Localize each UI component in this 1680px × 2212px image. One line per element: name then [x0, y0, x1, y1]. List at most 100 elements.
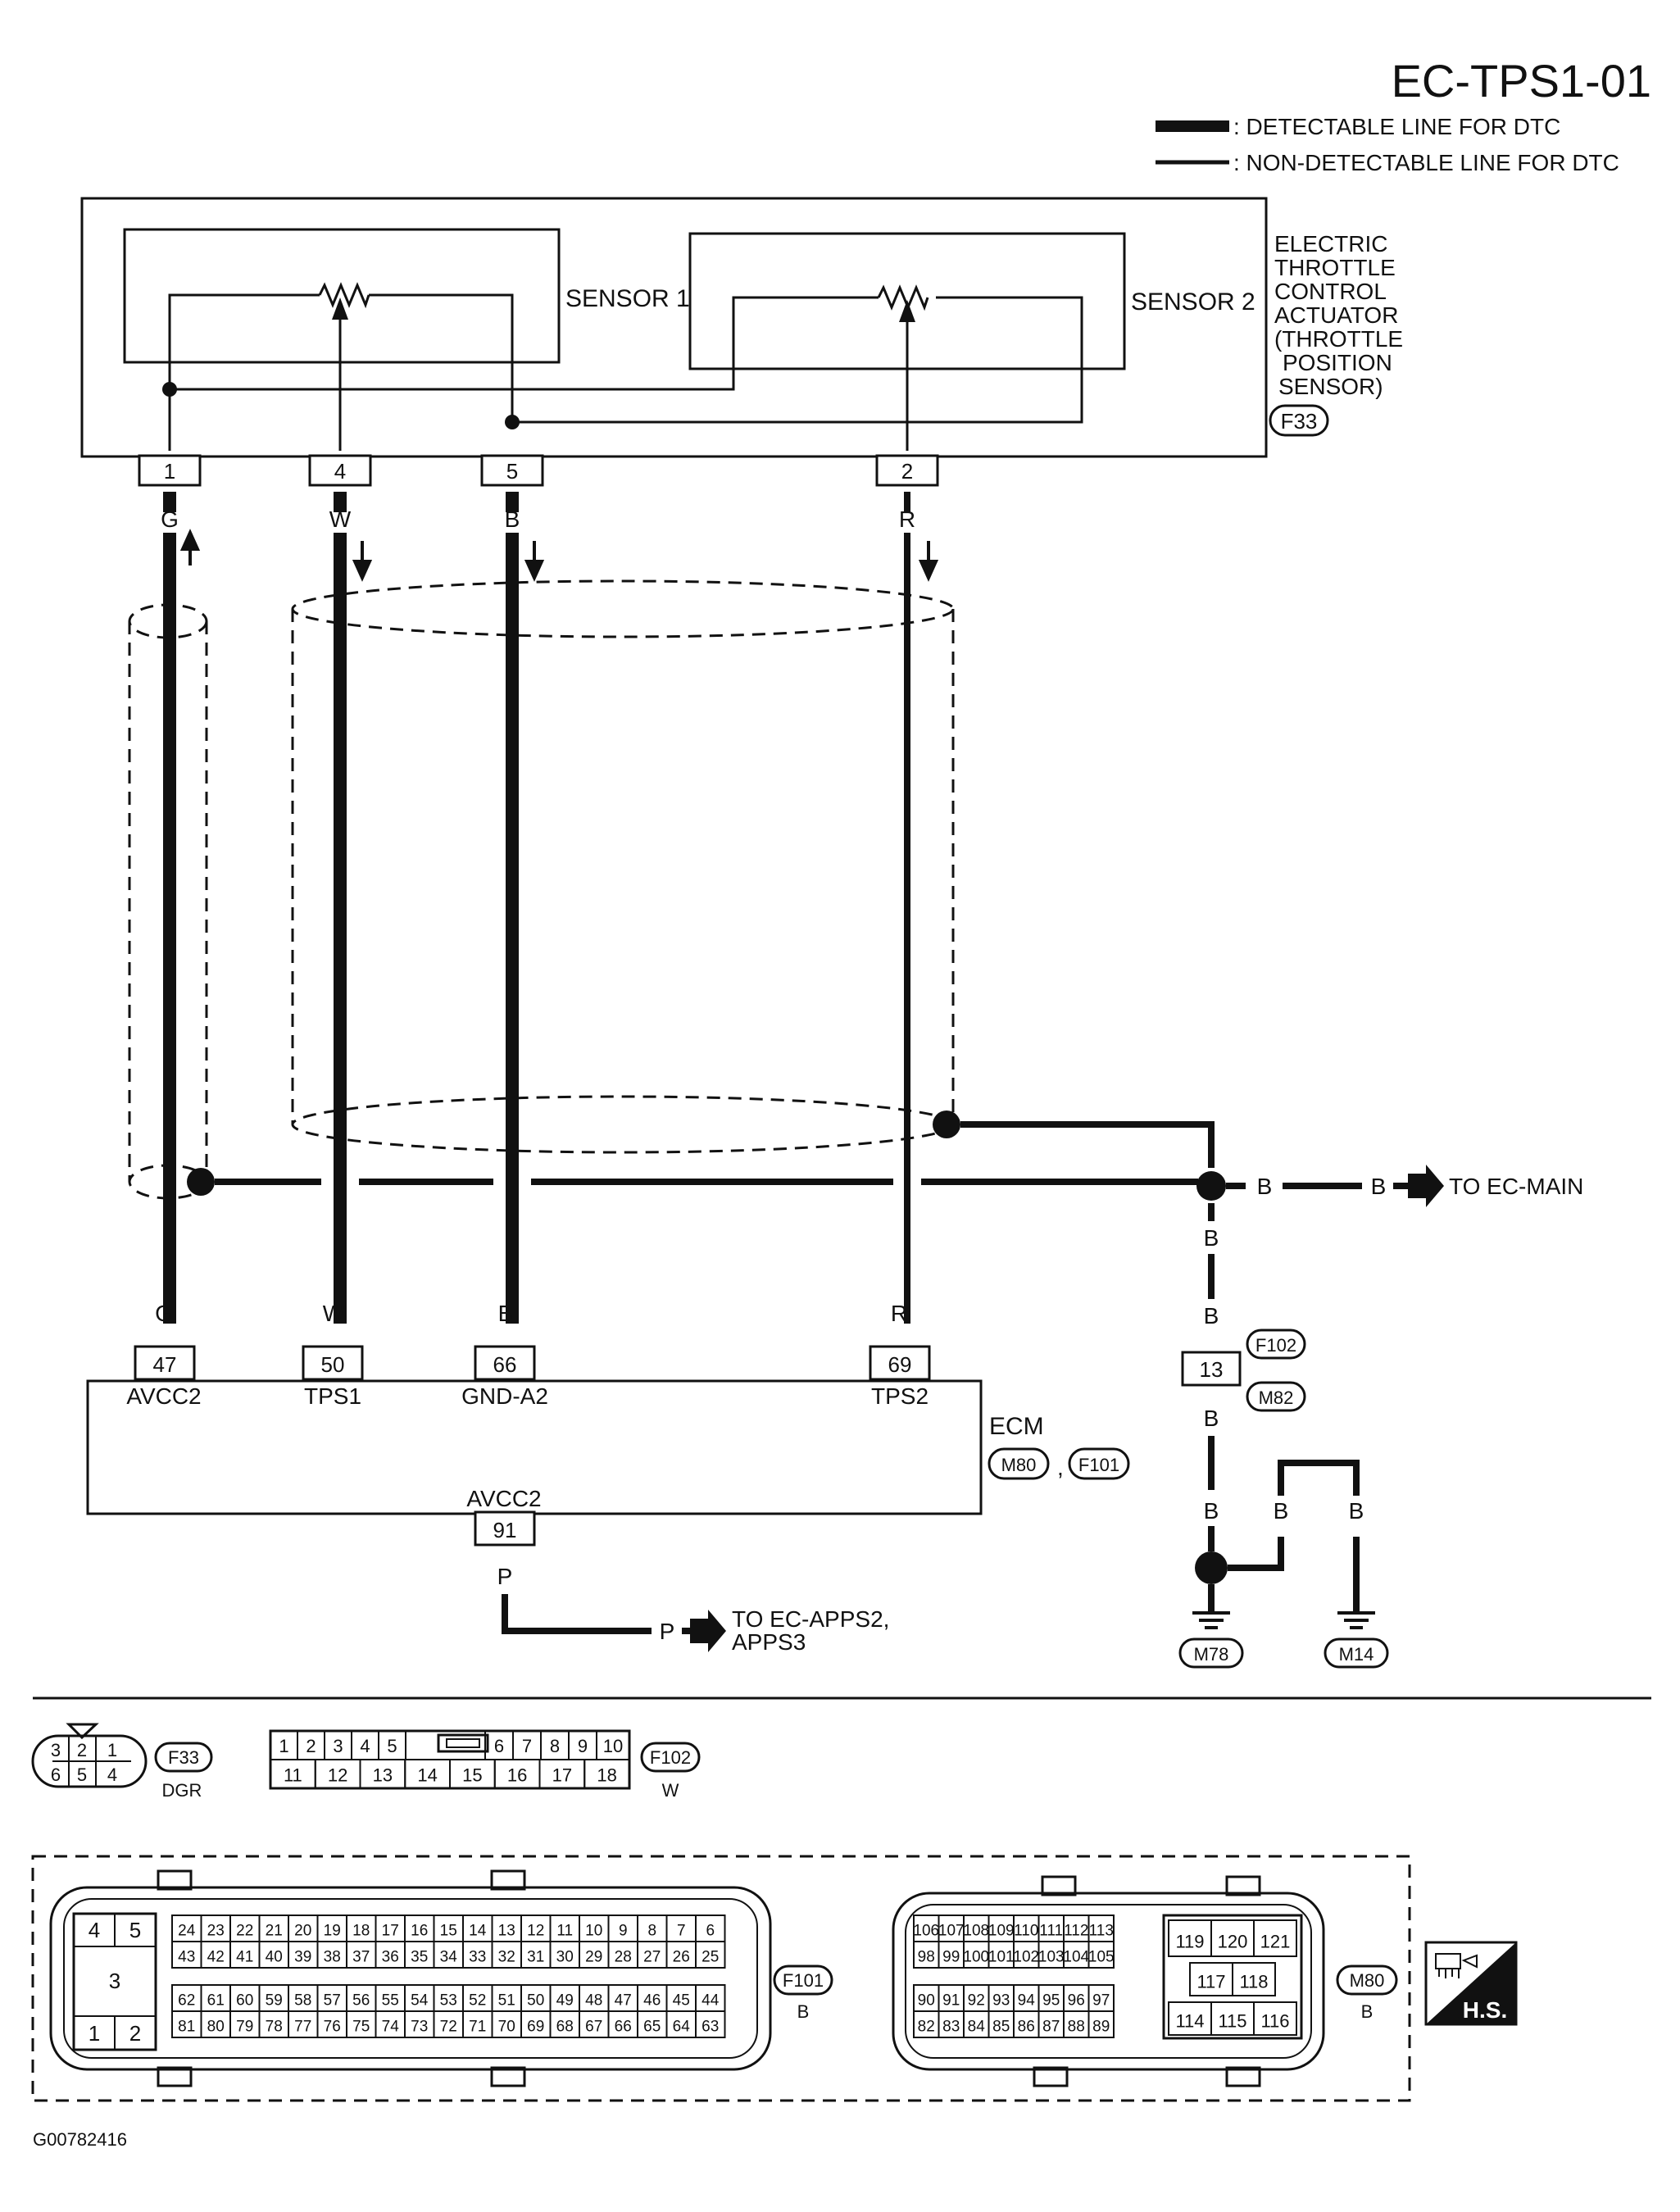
pin-box	[875, 454, 939, 487]
ecm-pin-name: AVCC2	[126, 1383, 201, 1409]
m80-cell: 114	[1175, 2010, 1204, 2031]
f101-cell: 1	[89, 2021, 100, 2046]
f102-cell: 7	[522, 1736, 532, 1756]
wire-color-label: B	[1274, 1498, 1289, 1524]
legend-detectable: : DETECTABLE LINE FOR DTC	[1233, 114, 1560, 139]
wire-color-label: B	[1204, 1225, 1219, 1251]
ground-symbol	[1192, 1611, 1230, 1629]
f101-cell: 44	[702, 1992, 720, 2009]
m80-id: M80	[1350, 1970, 1385, 1991]
actuator-label-line: SENSOR)	[1278, 374, 1383, 399]
f102-cell: 18	[597, 1765, 616, 1786]
f101-cell: 61	[207, 1992, 225, 2009]
f101-cell: 12	[527, 1922, 544, 1939]
f101-cell: 54	[411, 1992, 429, 2009]
f101-cell: 8	[647, 1922, 656, 1939]
m80-cell: 103	[1038, 1948, 1065, 1965]
f102-cell: 5	[387, 1736, 397, 1756]
shield-junction	[187, 1168, 215, 1196]
f101-cell: 58	[294, 1992, 311, 2009]
ground-junction	[1196, 1171, 1226, 1201]
m80-cell: 113	[1089, 1922, 1114, 1939]
f101-cell: 7	[677, 1922, 686, 1939]
ecm-connector-frame	[31, 1855, 1411, 2102]
pin-box	[474, 1345, 536, 1381]
shield-ground-wiring: B B TO EC-MAIN B B 13 F102 M82 B B B B M…	[187, 1111, 1583, 1669]
f102-cell: 9	[578, 1736, 588, 1756]
signal-wires	[163, 492, 910, 1324]
f101-cell: 49	[556, 1992, 574, 2009]
m80-cell: 88	[1068, 2018, 1085, 2035]
f101-cell: 79	[236, 2018, 253, 2035]
m80-cell: 83	[942, 2018, 960, 2035]
f102-cell: 16	[507, 1765, 527, 1786]
connector-badge	[1068, 1447, 1130, 1480]
m80-cell: 86	[1018, 2018, 1035, 2035]
m80-cell-box	[1087, 1941, 1115, 1969]
m80-cell: 116	[1260, 2010, 1289, 2031]
actuator-box	[80, 197, 1268, 458]
f101-cell: 47	[615, 1992, 632, 2009]
ecm-pin-47: 47	[153, 1352, 177, 1377]
m80-cell: 112	[1064, 1922, 1088, 1939]
pin-box	[302, 1345, 364, 1381]
ground-symbol	[1337, 1611, 1375, 1629]
wire-color-label: B	[1204, 1303, 1219, 1329]
ground-m78-label: M78	[1194, 1644, 1229, 1665]
m80-cell: 118	[1239, 1971, 1268, 1992]
ecm-pin-91: 91	[493, 1518, 517, 1542]
m80-cell: 89	[1092, 2018, 1110, 2035]
ecm-label: ECM	[989, 1413, 1044, 1440]
f101-cell: 14	[469, 1922, 487, 1939]
m80-cell: 119	[1175, 1931, 1204, 1951]
f101-cell: 22	[236, 1922, 253, 1939]
m80-cell: 85	[992, 2018, 1010, 2035]
f101-cell: 67	[585, 2018, 602, 2035]
down-arrow	[524, 560, 545, 582]
actuator-label-line: ELECTRIC	[1274, 231, 1387, 257]
f101-cell: 34	[440, 1948, 458, 1965]
f101-id: F101	[783, 1970, 824, 1991]
f101-cell: 33	[469, 1948, 486, 1965]
m80-cell: 106	[913, 1922, 939, 1939]
ecm-pins: 47 50 66 69	[134, 1345, 931, 1381]
f102-cell: 13	[373, 1765, 393, 1786]
m80-cell: 117	[1196, 1971, 1225, 1992]
junction-dot	[505, 415, 520, 429]
f101-cell-box	[695, 2010, 726, 2038]
f101-cell: 74	[382, 2018, 400, 2035]
f101-cell: 46	[643, 1992, 661, 2009]
actuator-internal-wiring	[168, 293, 1083, 451]
connector-m82-label: M82	[1259, 1388, 1294, 1408]
hs-badge: H.S.	[1424, 1941, 1518, 2026]
m80-cell: 100	[963, 1948, 989, 1965]
actuator-label-line: (THROTTLE	[1274, 326, 1403, 352]
connector-f33-label: F33	[1281, 409, 1318, 434]
figure-id: G00782416	[33, 2129, 127, 2150]
wire-color-label: G	[155, 1301, 173, 1326]
down-arrow	[918, 560, 939, 582]
wire-color-label: P	[660, 1619, 675, 1644]
f102-cell: 14	[417, 1765, 437, 1786]
f101-cell: 60	[236, 1992, 253, 2009]
f101-cell: 37	[352, 1948, 370, 1965]
f101-cell: 70	[498, 2018, 515, 2035]
f101-cell: 29	[585, 1948, 602, 1965]
connector-m80-label: M80	[1001, 1455, 1037, 1475]
pin-box	[138, 454, 202, 487]
pin-box	[869, 1345, 931, 1381]
m80-cell: 87	[1042, 2018, 1060, 2035]
to-apps-arrow	[690, 1610, 726, 1652]
f101-cell: 77	[294, 2018, 311, 2035]
actuator-label-line: CONTROL	[1274, 279, 1387, 304]
wire-color-label: P	[497, 1564, 513, 1589]
to-ec-main-arrow	[1408, 1165, 1444, 1207]
f33-cell: 6	[51, 1765, 61, 1785]
f101-cell: 24	[178, 1922, 196, 1939]
throttle-actuator: SENSOR 1 SENSOR 2 ELECTRIC THROTTLE CONT…	[80, 197, 1403, 458]
m80-cell: 95	[1042, 1992, 1060, 2009]
